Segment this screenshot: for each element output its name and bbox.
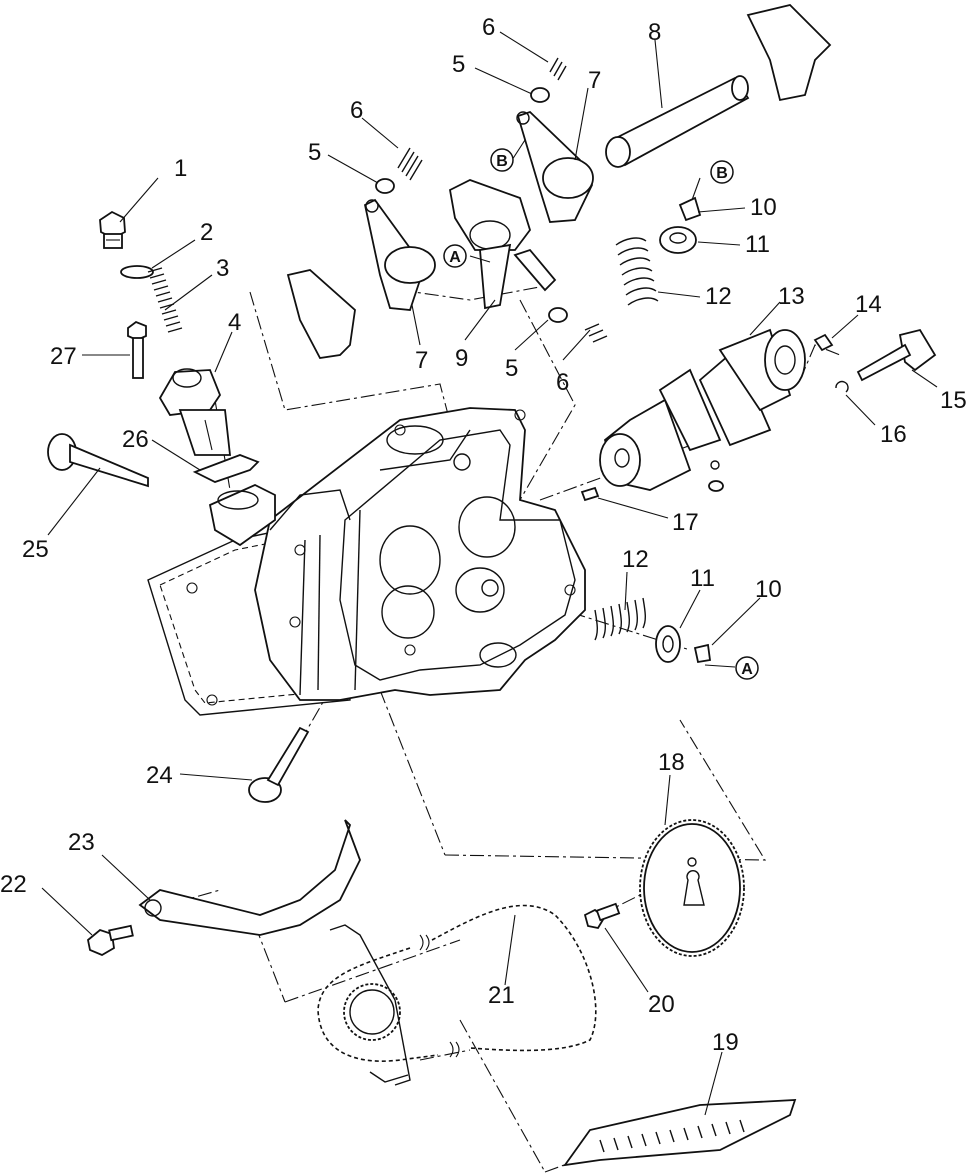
part-23-tensioner-blade [138,819,361,936]
callout-5-a: 5 [308,139,321,166]
part-6-adjuster-a [397,147,423,181]
reference-mark-b-right: B [710,160,734,184]
reference-mark-a-lower: A [735,656,759,680]
callout-16: 16 [880,421,907,448]
part-7-rocker-arm-left [363,198,436,311]
callout-24: 24 [146,762,173,789]
part-18-cam-sprocket [639,819,745,957]
part-11-retainer-upper [659,226,697,254]
callout-labels: 1 2 3 4 5 5 5 6 6 6 7 7 8 9 10 10 11 11 … [0,14,967,1056]
svg-text:B: B [716,165,728,182]
callout-7-b: 7 [588,67,601,94]
part-26-gasket [192,454,260,483]
part-14-pin [813,333,834,352]
part-10-keeper-upper [678,196,702,222]
callout-15: 15 [940,387,967,414]
callout-19: 19 [712,1029,739,1056]
rocker-support-right [746,4,832,102]
callout-10-b: 10 [755,576,782,603]
callout-23: 23 [68,829,95,856]
part-19-guide-ribs [599,1119,745,1153]
callout-5-c: 5 [505,355,518,382]
callout-13: 13 [778,283,805,310]
reference-marks: A A B B [443,148,759,680]
callout-22: 22 [0,871,27,898]
crank-sprocket [329,924,411,1086]
part-24-valve [248,726,310,803]
part-9-rocker-arm-pair [448,179,557,310]
callout-9: 9 [455,345,468,372]
callout-25: 25 [22,536,49,563]
part-7-rocker-arm-right [516,110,594,223]
callout-12-a: 12 [705,283,732,310]
part-6-adjuster-b [549,57,567,81]
part-12-spring-lower [594,597,646,641]
part-19-chain-guide [563,1099,797,1167]
part-20-bolt [583,902,621,930]
callout-2: 2 [200,219,213,246]
callout-10-a: 10 [750,194,777,221]
callout-1: 1 [174,155,187,182]
callout-8: 8 [648,19,661,46]
callout-14: 14 [855,291,882,318]
part-4-tensioner [158,368,232,456]
part-8-rocker-shaft [605,75,750,168]
reference-mark-a-upper: A [443,244,467,268]
part-22-bolt [87,924,134,957]
part-5-nut-b [530,87,550,103]
callout-27: 27 [50,343,77,370]
part-3-spring [147,267,183,333]
part-12-spring-upper [615,237,659,306]
part-13-camshaft [599,328,806,492]
svg-text:A: A [449,249,461,266]
callout-18: 18 [658,749,685,776]
callout-4: 4 [228,309,241,336]
part-2-washer [120,265,154,279]
part-5-nut-c [548,307,568,323]
callout-26: 26 [122,426,149,453]
callout-17: 17 [672,509,699,536]
cylinder-head [147,407,586,716]
callout-3: 3 [216,255,229,282]
part-27-bolt [127,320,147,379]
callout-6-a: 6 [350,97,363,124]
callout-6-b: 6 [482,14,495,41]
leader-lines [41,31,938,1116]
callout-5-b: 5 [452,51,465,78]
svg-text:A: A [741,661,753,678]
callout-21: 21 [488,982,515,1009]
callout-12-b: 12 [622,546,649,573]
callout-20: 20 [648,991,675,1018]
part-16-clip [835,380,849,393]
part-21-timing-chain [317,904,597,1062]
part-10-keeper-lower [693,643,712,664]
part-6-adjuster-c [584,323,608,343]
callout-11-b: 11 [690,565,715,592]
part-15-decompression-shaft [856,328,937,382]
part-5-nut-a [375,178,395,194]
callout-6-c: 6 [556,369,569,396]
part-1-bolt [99,210,126,249]
reference-mark-b-upper: B [490,148,514,172]
part-11-retainer-lower [655,625,681,663]
part-25-valve [47,433,149,488]
callout-11-a: 11 [745,231,770,258]
svg-text:B: B [496,153,508,170]
callout-7-a: 7 [415,347,428,374]
part-17-dowel [580,486,600,502]
rocker-support-left [286,269,356,359]
